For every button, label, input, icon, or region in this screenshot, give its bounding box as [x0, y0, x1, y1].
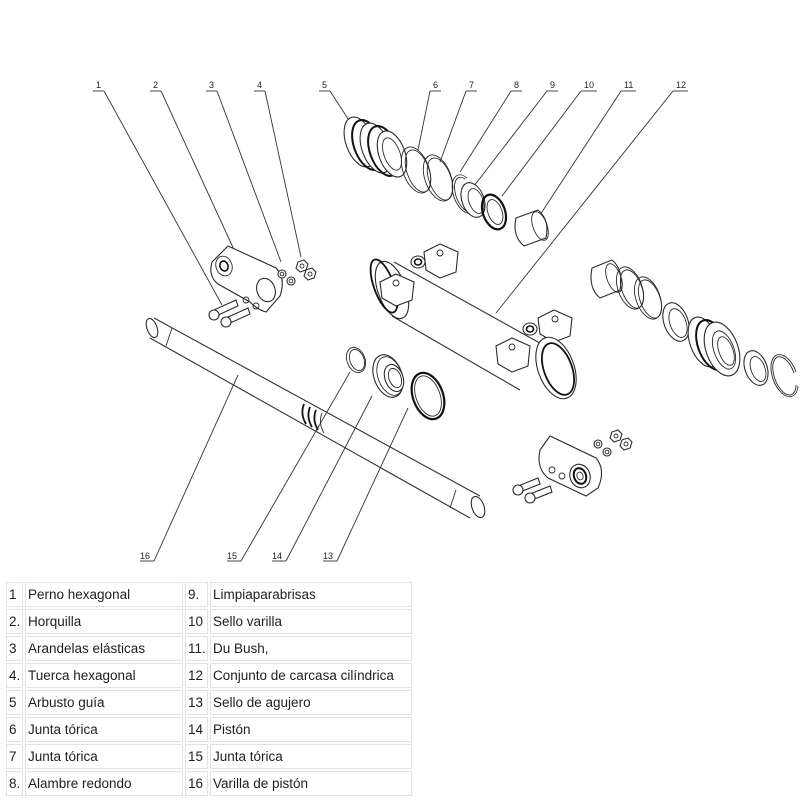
legend-number: 5 [6, 690, 23, 715]
o-ring-6 [400, 146, 432, 194]
callout-label-14: 14 [272, 551, 282, 561]
callout-3: 3 [206, 80, 282, 263]
callout-14: 14 [272, 395, 373, 562]
legend-row: 2. Horquilla 10 Sello varilla [6, 609, 412, 634]
guide-bush-right [687, 316, 741, 377]
wiper [460, 182, 486, 218]
callout-15: 15 [227, 371, 351, 562]
callout-label-2: 2 [153, 80, 158, 90]
callout-label-5: 5 [322, 80, 327, 90]
bore-seal [410, 371, 446, 421]
du-bush [514, 209, 549, 247]
legend-number: 1 [6, 582, 23, 607]
callout-2: 2 [150, 80, 237, 255]
piston-rod [145, 317, 486, 519]
cylinder-housing [369, 243, 577, 400]
callout-12: 12 [495, 80, 688, 314]
legend-number: 14 [185, 717, 208, 742]
washers-nuts-left [277, 259, 317, 286]
legend-part-name: Perno hexagonal [25, 582, 183, 607]
wiper-right [743, 350, 769, 386]
callout-7: 7 [439, 80, 477, 163]
callout-label-12: 12 [676, 80, 686, 90]
legend-part-name: Sello varilla [210, 609, 412, 634]
legend-row: 3 Arandelas elásticas 11. Du Bush, [6, 636, 412, 661]
legend-part-name: Conjunto de carcasa cilíndrica [210, 663, 412, 688]
legend-number: 11. [185, 636, 208, 661]
o-rings-right [615, 266, 663, 320]
parts-legend-table: 1 Perno hexagonal 9. Limpiaparabrisas 2.… [4, 580, 414, 798]
legend-row: 5 Arbusto guía 13 Sello de agujero [6, 690, 412, 715]
legend-part-name: Pistón [210, 717, 412, 742]
legend-number: 10 [185, 609, 208, 634]
legend-number: 4. [6, 663, 23, 688]
o-ring-15 [345, 346, 367, 374]
legend-part-name: Junta tórica [25, 744, 183, 769]
legend-part-name: Junta tórica [210, 744, 412, 769]
legend-number: 15 [185, 744, 208, 769]
legend-number: 3 [6, 636, 23, 661]
legend-number: 16 [185, 771, 208, 796]
seal-right [662, 302, 690, 342]
piston [372, 354, 405, 398]
legend-part-name: Junta tórica [25, 717, 183, 742]
callout-label-11: 11 [624, 80, 633, 90]
guide-bush [343, 116, 408, 178]
callout-label-4: 4 [257, 80, 262, 90]
legend-part-name: Horquilla [25, 609, 183, 634]
callout-label-9: 9 [550, 80, 555, 90]
hex-bolts-right [512, 477, 553, 504]
callout-13: 13 [323, 407, 409, 562]
callout-label-15: 15 [227, 551, 237, 561]
legend-number: 7 [6, 744, 23, 769]
callout-16: 16 [140, 374, 239, 562]
legend-part-name: Arbusto guía [25, 690, 183, 715]
legend-number: 6 [6, 717, 23, 742]
o-ring-7 [422, 154, 454, 202]
clevis-right [538, 435, 603, 497]
legend-number: 2. [6, 609, 23, 634]
legend-number: 12 [185, 663, 208, 688]
legend-part-name: Alambre redondo [25, 771, 183, 796]
washers-nuts-right [593, 429, 633, 457]
callout-5: 5 [319, 80, 353, 126]
exploded-diagram: 1 2 3 4 5 6 7 8 9 10 [93, 80, 799, 562]
callout-11: 11 [539, 80, 636, 216]
legend-part-name: Arandelas elásticas [25, 636, 183, 661]
clevis-left [210, 245, 283, 313]
legend-part-name: Tuerca hexagonal [25, 663, 183, 688]
callout-label-10: 10 [584, 80, 594, 90]
callout-1: 1 [93, 80, 223, 306]
callout-label-1: 1 [96, 80, 101, 90]
legend-row: 1 Perno hexagonal 9. Limpiaparabrisas [6, 582, 412, 607]
legend-number: 9. [185, 582, 208, 607]
callout-8: 8 [459, 80, 522, 173]
callout-label-7: 7 [469, 80, 474, 90]
legend-part-name: Varilla de pistón [210, 771, 412, 796]
legend-part-name: Sello de agujero [210, 690, 412, 715]
legend-number: 8. [6, 771, 23, 796]
legend-part-name: Limpiaparabrisas [210, 582, 412, 607]
callout-label-13: 13 [323, 551, 333, 561]
callout-4: 4 [254, 80, 302, 258]
callout-10: 10 [501, 80, 597, 197]
callout-label-6: 6 [433, 80, 438, 90]
round-wire-right [770, 354, 799, 398]
legend-row: 7 Junta tórica 15 Junta tórica [6, 744, 412, 769]
callout-6: 6 [417, 80, 441, 151]
legend-number: 13 [185, 690, 208, 715]
callout-9: 9 [473, 80, 558, 187]
rod-seal [480, 193, 508, 231]
callout-label-16: 16 [140, 551, 150, 561]
callout-label-3: 3 [209, 80, 214, 90]
legend-row: 8. Alambre redondo 16 Varilla de pistón [6, 771, 412, 796]
hex-bolts-left [208, 299, 251, 328]
legend-row: 4. Tuerca hexagonal 12 Conjunto de carca… [6, 663, 412, 688]
legend-part-name: Du Bush, [210, 636, 412, 661]
legend-row: 6 Junta tórica 14 Pistón [6, 717, 412, 742]
callout-label-8: 8 [514, 80, 519, 90]
